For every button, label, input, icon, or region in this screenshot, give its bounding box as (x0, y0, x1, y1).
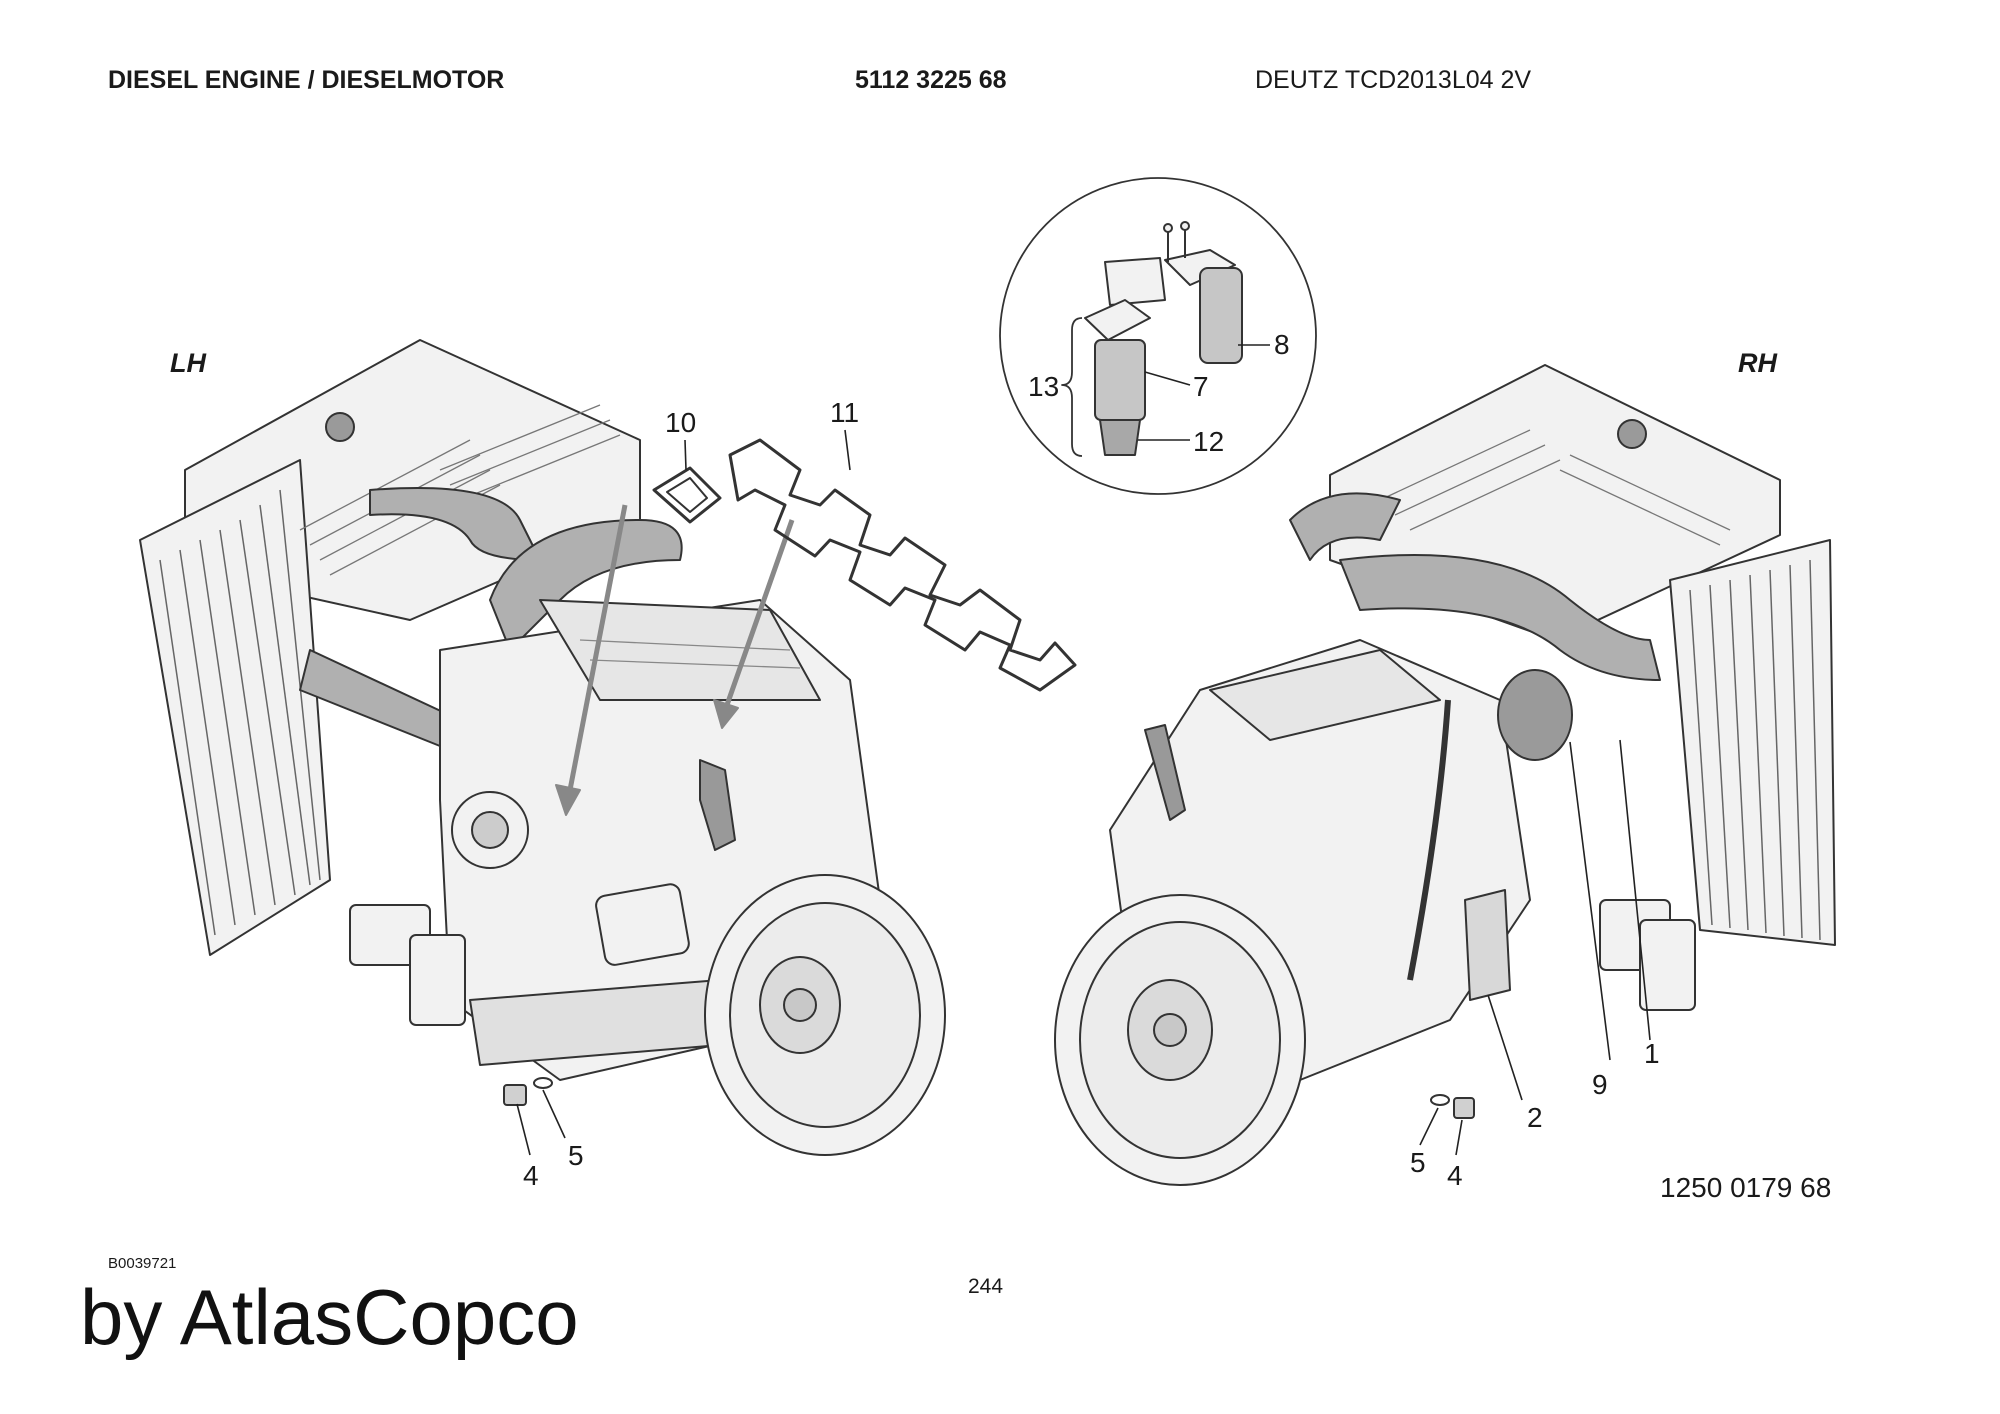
callout-8: 8 (1274, 329, 1290, 360)
document-id: B0039721 (108, 1255, 177, 1272)
callout-7: 7 (1193, 371, 1209, 402)
left-engine-illustration (139, 339, 946, 1156)
callout-9: 9 (1592, 1069, 1608, 1100)
view-label-left: LH (170, 348, 206, 378)
right-engine-illustration (1054, 364, 1836, 1186)
fuel-filter-inset (999, 177, 1317, 495)
callout-4-right: 4 (1447, 1160, 1463, 1191)
page-number: 244 (968, 1275, 1004, 1298)
atlascopco-watermark: by AtlasCopco (80, 1273, 579, 1361)
engine-model: DEUTZ TCD2013L04 2V (1255, 66, 1532, 94)
callout-4-left: 4 (523, 1160, 539, 1191)
view-label-right: RH (1738, 348, 1777, 378)
diagram-title: DIESEL ENGINE / DIESELMOTOR (108, 66, 505, 94)
callout-5-left: 5 (568, 1140, 584, 1171)
callout-2: 2 (1527, 1102, 1543, 1133)
callout-13: 13 (1028, 371, 1059, 402)
callout-5-right: 5 (1410, 1147, 1426, 1178)
callout-12: 12 (1193, 426, 1224, 457)
callout-1: 1 (1644, 1038, 1660, 1069)
part-number: 5112 3225 68 (855, 66, 1007, 94)
callout-11: 11 (830, 397, 859, 428)
callout-10: 10 (665, 407, 696, 438)
drawing-number: 1250 0179 68 (1660, 1172, 1832, 1203)
